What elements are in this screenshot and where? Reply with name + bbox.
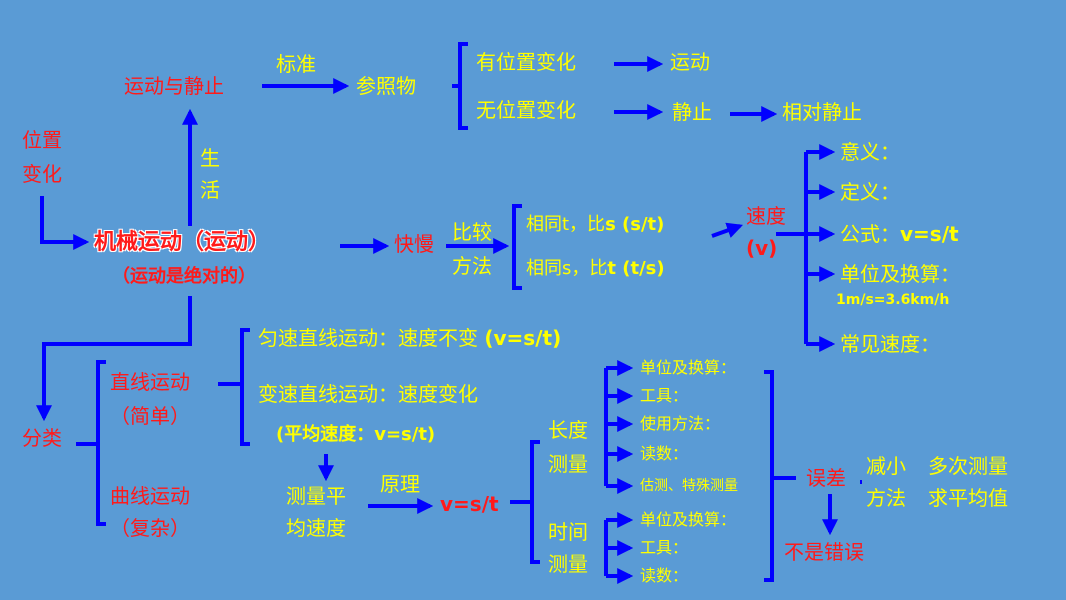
node-mech-motion: 机械运动（运动） — [94, 230, 271, 255]
node-time-2: 测量 — [548, 552, 588, 576]
node-curved-1: 曲线运动 — [110, 484, 190, 508]
node-motion: 运动 — [670, 50, 710, 74]
time-item: 读数： — [640, 566, 689, 585]
length-item: 读数： — [640, 444, 689, 463]
label-compare-2: 方法 — [452, 254, 492, 278]
speed-meaning: 意义： — [840, 140, 900, 164]
node-classify: 分类 — [22, 426, 62, 450]
node-measure-avg-2: 均速度 — [286, 516, 346, 540]
speed-unit-value: 1m/s=3.6km/h — [836, 292, 950, 308]
length-item: 单位及换算： — [640, 358, 737, 377]
node-time-1: 时间 — [548, 520, 588, 544]
node-reduce-1: 减小 — [866, 454, 906, 478]
node-measure-avg-1: 测量平 — [286, 484, 346, 508]
label-compare-1: 比较 — [452, 220, 492, 244]
bracket-principle — [510, 440, 540, 564]
node-multi-1: 多次测量 — [928, 454, 1008, 478]
node-multi-2: 求平均值 — [928, 486, 1008, 510]
bracket-length — [604, 368, 608, 486]
node-variable: 变速直线运动：速度变化 — [258, 382, 478, 406]
bracket-reference — [452, 42, 468, 130]
label-life-1: 生 — [200, 146, 220, 170]
node-length-2: 测量 — [548, 452, 588, 476]
length-item: 估测、特殊测量 — [640, 478, 738, 494]
node-length-1: 长度 — [548, 418, 588, 442]
speed-formula: 公式：v=s/t — [840, 222, 959, 246]
arrow-compare-to-speed — [711, 222, 744, 238]
node-pos-change: 有位置变化 — [476, 50, 576, 74]
node-rest: 静止 — [672, 100, 712, 124]
label-standard: 标准 — [276, 52, 316, 76]
node-reduce-2: 方法 — [866, 486, 906, 510]
time-item: 单位及换算： — [640, 510, 737, 529]
length-item: 工具： — [640, 386, 689, 405]
label-principle: 原理 — [380, 472, 420, 496]
node-mech-note: （运动是绝对的） — [112, 266, 256, 287]
speed-definition: 定义： — [840, 180, 900, 204]
node-reference: 参照物 — [356, 74, 416, 98]
node-not-mistake: 不是错误 — [784, 540, 864, 564]
node-no-pos-change: 无位置变化 — [476, 98, 576, 122]
time-item: 工具： — [640, 538, 689, 557]
arrow-mech-to-classify — [36, 296, 192, 422]
speed-common: 常见速度： — [840, 332, 940, 356]
node-position-1: 位置 — [22, 128, 62, 152]
node-straight-1: 直线运动 — [110, 370, 190, 394]
node-avg-note: (平均速度：v=s/t) — [276, 424, 436, 445]
node-speed-2: (v) — [746, 236, 778, 260]
node-error: 误差 — [806, 466, 846, 490]
bracket-compare — [512, 204, 522, 290]
node-position-2: 变化 — [22, 162, 62, 186]
node-relative-rest: 相对静止 — [782, 100, 862, 124]
bracket-error — [764, 370, 796, 582]
node-fast-slow: 快慢 — [394, 232, 434, 256]
node-same-t: 相同t，比s (s/t) — [526, 214, 665, 235]
node-principle-formula: v=s/t — [440, 492, 499, 516]
node-speed-1: 速度 — [746, 204, 786, 228]
arrow-position-to-mech — [40, 196, 90, 250]
node-same-s: 相同s，比t (t/s) — [526, 258, 665, 279]
node-uniform: 匀速直线运动：速度不变 (v=s/t) — [258, 326, 562, 350]
bracket-straight — [218, 328, 250, 446]
bracket-classify — [76, 360, 106, 526]
node-straight-2: （简单） — [110, 404, 190, 428]
node-motion-rest: 运动与静止 — [124, 74, 224, 98]
label-life-2: 活 — [200, 178, 220, 202]
speed-unit: 单位及换算： — [840, 262, 960, 286]
node-curved-2: （复杂） — [110, 516, 190, 540]
length-item: 使用方法： — [640, 414, 721, 433]
